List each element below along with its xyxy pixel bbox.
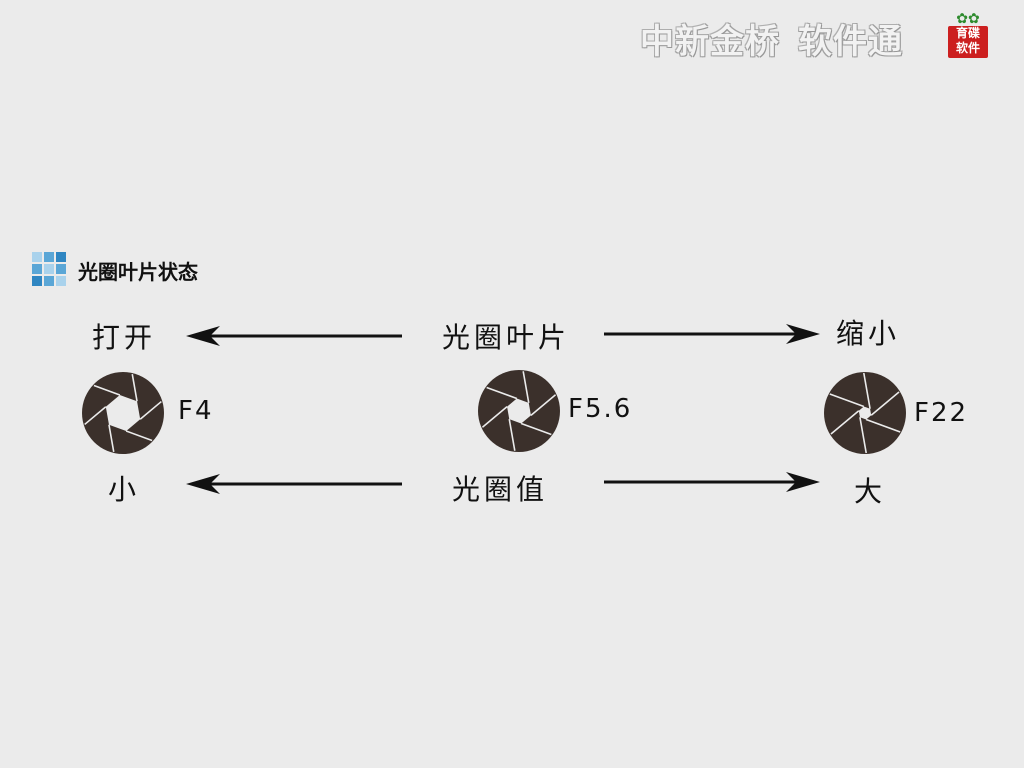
aperture-blade-seam	[520, 422, 552, 436]
f-number-label: F4	[178, 396, 214, 426]
aperture-blade-seam	[530, 394, 557, 416]
label-open: 打开	[92, 321, 157, 354]
label-large: 大	[854, 475, 887, 508]
aperture-blade-seam	[139, 400, 162, 420]
aperture-blade-seam	[522, 371, 530, 403]
logo-text-bottom: 软件	[955, 41, 980, 55]
aperture-blade-seam	[870, 391, 900, 416]
aperture-blade-seam	[829, 393, 865, 408]
aperture-blade-seam	[863, 372, 871, 409]
label-small: 小	[108, 473, 141, 506]
aperture-blade-seam	[481, 406, 508, 428]
watermark-text-left: 中新金桥	[640, 22, 780, 62]
arrow-right-bottom	[604, 472, 820, 492]
watermark-logo-icon: ✿✿ 育碟 软件	[946, 12, 990, 60]
arrow-left-top	[186, 326, 402, 346]
aperture-blade-seam	[865, 418, 901, 433]
aperture-blade-seam	[108, 424, 115, 453]
label-aperture-value: 光圈值	[452, 473, 549, 506]
f-number-label: F22	[914, 398, 969, 428]
f-number-label: F5.6	[568, 394, 633, 424]
logo-text-top: 育碟	[955, 26, 980, 40]
arrow-left-bottom	[186, 474, 402, 494]
aperture-blade-seam	[84, 406, 107, 426]
aperture-icon-f5-6	[478, 370, 560, 452]
aperture-blade-seam	[859, 417, 867, 454]
aperture-blade-seam	[830, 410, 860, 435]
aperture-icon-f22	[824, 372, 906, 454]
arrow-right-top	[604, 324, 820, 344]
watermark-brand: 中新金桥软件通	[640, 14, 903, 63]
aperture-blade-seam	[508, 419, 516, 451]
aperture-blade-seam	[486, 386, 518, 400]
label-shrink: 缩小	[836, 317, 901, 350]
section-title: 光圈叶片状态	[78, 260, 198, 284]
grid-icon	[32, 252, 68, 288]
watermark-text-right: 软件通	[798, 22, 903, 62]
aperture-icon-f4	[82, 372, 164, 454]
aperture-blade-seam	[131, 373, 138, 402]
aperture-blade-seam	[93, 384, 121, 396]
aperture-blade-seam	[125, 430, 153, 442]
label-aperture-blades: 光圈叶片	[442, 321, 571, 354]
